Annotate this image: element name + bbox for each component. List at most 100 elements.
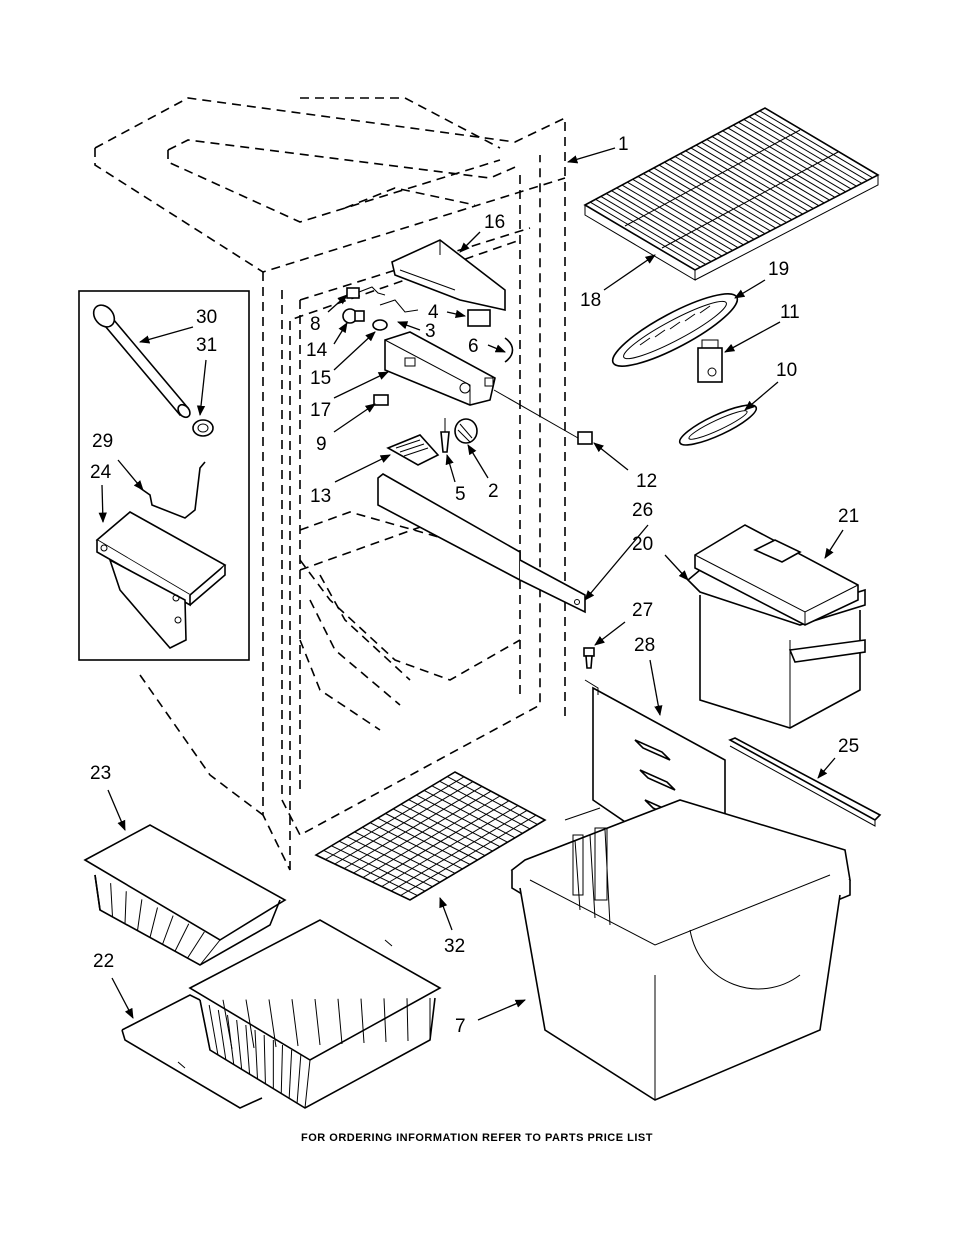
wire-bar xyxy=(187,931,205,959)
callout-3: 3 xyxy=(425,321,436,342)
wire-bar xyxy=(383,998,387,1043)
callout-18: 18 xyxy=(580,290,601,311)
part-13-lens xyxy=(386,434,440,466)
part-26-rail xyxy=(377,473,586,614)
wire-bar xyxy=(669,158,782,226)
part-27-clip xyxy=(583,647,595,669)
part-22-basket xyxy=(121,919,442,1109)
wire-bar xyxy=(314,998,321,1046)
wire-bar xyxy=(245,1024,251,1075)
callout-30: 30 xyxy=(196,307,217,328)
wire-bar xyxy=(236,1019,243,1070)
part-30-tube xyxy=(92,304,191,419)
part-29-clip xyxy=(139,461,206,519)
callout-17: 17 xyxy=(310,400,331,421)
callout-26: 26 xyxy=(632,500,653,521)
wire-bar xyxy=(360,998,365,1044)
wire-bar xyxy=(722,130,836,198)
wire-bar xyxy=(695,144,809,212)
callout-1: 1 xyxy=(618,134,629,155)
wire-bar xyxy=(674,156,787,223)
wire-bar xyxy=(648,170,760,237)
wire-bar xyxy=(343,785,483,869)
wire-bar xyxy=(199,999,211,1051)
part-12-connector xyxy=(493,389,593,445)
wire-bar xyxy=(372,800,510,883)
callout-5: 5 xyxy=(455,484,466,505)
wire-bar xyxy=(743,118,857,187)
part-16-cover xyxy=(391,239,506,311)
part-11-thermostat xyxy=(697,339,723,383)
callout-4: 4 xyxy=(428,302,439,323)
part-8-harness xyxy=(346,286,419,313)
callout-27: 27 xyxy=(632,600,653,621)
wire-bar xyxy=(711,136,825,204)
callout-28: 28 xyxy=(634,635,655,656)
wire-bar xyxy=(208,1004,219,1055)
part-32-wire-shelf xyxy=(314,771,547,901)
wire-bar xyxy=(680,153,793,221)
leader-lines xyxy=(98,147,844,1021)
wire-bar xyxy=(637,176,750,243)
wire-bar xyxy=(390,809,528,892)
wire-bar xyxy=(254,1029,258,1080)
wire-bar xyxy=(664,161,776,229)
part-6-tube xyxy=(504,337,514,363)
callout-25: 25 xyxy=(838,736,859,757)
wire-bar xyxy=(717,133,830,201)
wire-bar xyxy=(94,874,101,911)
part-7-pan xyxy=(510,799,851,1101)
callout-32: 32 xyxy=(444,936,465,957)
wire-bar xyxy=(621,184,733,251)
callout-15: 15 xyxy=(310,368,331,389)
wire-bar xyxy=(616,187,728,254)
wire-bar xyxy=(595,198,707,265)
callout-10: 10 xyxy=(776,360,797,381)
wire-bar xyxy=(280,1044,283,1094)
part-4-sensor xyxy=(467,309,491,327)
wire-bar xyxy=(268,999,277,1048)
part-5-screw xyxy=(440,418,450,453)
wire-bar xyxy=(162,915,174,945)
wire-bar xyxy=(642,173,755,240)
callout-11: 11 xyxy=(780,302,800,323)
callout-13: 13 xyxy=(310,486,331,507)
wire-bar xyxy=(727,127,841,195)
wire-bar xyxy=(653,167,766,235)
wire-bar xyxy=(748,116,863,184)
wire-bar xyxy=(222,999,233,1050)
wire-bar xyxy=(124,891,127,924)
wire-bar xyxy=(174,923,190,952)
callout-29: 29 xyxy=(92,431,113,452)
wire-bar xyxy=(406,998,409,1042)
part-2-knob xyxy=(454,418,478,444)
part-31-grommet xyxy=(192,419,214,437)
part-19-vent xyxy=(611,293,739,367)
part-3-socket xyxy=(372,319,388,331)
callout-6: 6 xyxy=(468,336,479,357)
part-18-wire-shelf xyxy=(583,107,880,281)
wire-bar xyxy=(732,124,846,193)
wire-bar xyxy=(754,113,868,182)
wire-bar xyxy=(245,999,255,1049)
callout-19: 19 xyxy=(768,259,789,280)
callout-21: 21 xyxy=(838,506,859,527)
callout-23: 23 xyxy=(90,763,111,784)
wire-bar xyxy=(701,141,814,209)
wire-bar xyxy=(611,190,723,257)
wire-bar xyxy=(759,110,873,179)
wire-bar xyxy=(632,178,744,246)
wire-bar xyxy=(325,776,465,860)
callout-31: 31 xyxy=(196,335,217,356)
wire-bar xyxy=(381,805,519,887)
part-21-lid xyxy=(694,524,859,626)
callout-14: 14 xyxy=(306,340,328,361)
wire-bar xyxy=(658,164,771,232)
wire-bar xyxy=(590,201,701,268)
footer-note: FOR ORDERING INFORMATION REFER TO PARTS … xyxy=(301,1132,653,1144)
callout-16: 16 xyxy=(484,212,505,233)
wire-bar xyxy=(400,814,537,896)
wire-bar xyxy=(600,196,712,263)
wire-bar xyxy=(362,795,501,878)
wire-bar xyxy=(263,1034,266,1084)
